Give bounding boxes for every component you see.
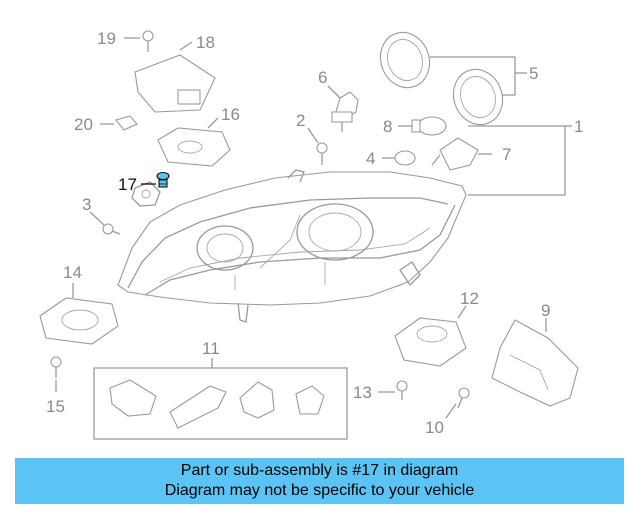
callout-13: 13 [353,383,372,402]
part-18-module [134,54,216,113]
callout-19: 19 [97,29,116,48]
part-19-screw [142,30,154,52]
callout-18: 18 [196,33,215,52]
callout-4: 4 [366,149,375,168]
part-3-screw [102,223,121,235]
info-banner: Part or sub-assembly is #17 in diagram D… [15,458,624,504]
callout-6: 6 [318,68,327,87]
callout-15: 15 [46,397,65,416]
callout-8: 8 [383,117,392,136]
part-11-components [109,379,325,429]
callout-10: 10 [425,418,444,437]
part-8-bulb [411,116,447,136]
banner-line-1: Part or sub-assembly is #17 in diagram [180,462,459,479]
callout-20: 20 [74,115,93,134]
callout-17: 17 [118,175,137,194]
parts-diagram: 1 5 6 8 4 7 2 18 [39,29,583,440]
part-12-module [394,317,467,367]
callout-1: 1 [574,117,583,136]
banner-line-2: Diagram may not be specific to your vehi… [164,482,475,499]
part-17-screw [156,171,170,188]
callout-12: 12 [460,289,479,308]
part-16-module [157,127,231,167]
part-4-cap [394,150,416,166]
part-9-bracket [491,319,579,407]
callout-2: 2 [296,111,305,130]
part-13-screw [396,380,408,400]
part-7-bulb [431,137,479,171]
part-15-screw [50,356,62,378]
callout-3: 3 [82,195,91,214]
callout-5: 5 [529,64,538,83]
headlamp-assembly [117,169,467,323]
callout-14: 14 [63,263,82,282]
callout-11: 11 [202,339,220,358]
part-10-screw [457,387,470,409]
part-2-screw [316,142,328,165]
part-14-ballast [39,297,119,345]
part-20-clip [115,115,138,131]
part-6-bulb [331,91,359,132]
callout-16: 16 [221,105,240,124]
callout-9: 9 [541,301,550,320]
part-11-kit-box [93,367,348,440]
part-5-rings [379,31,504,126]
callout-7: 7 [502,145,511,164]
